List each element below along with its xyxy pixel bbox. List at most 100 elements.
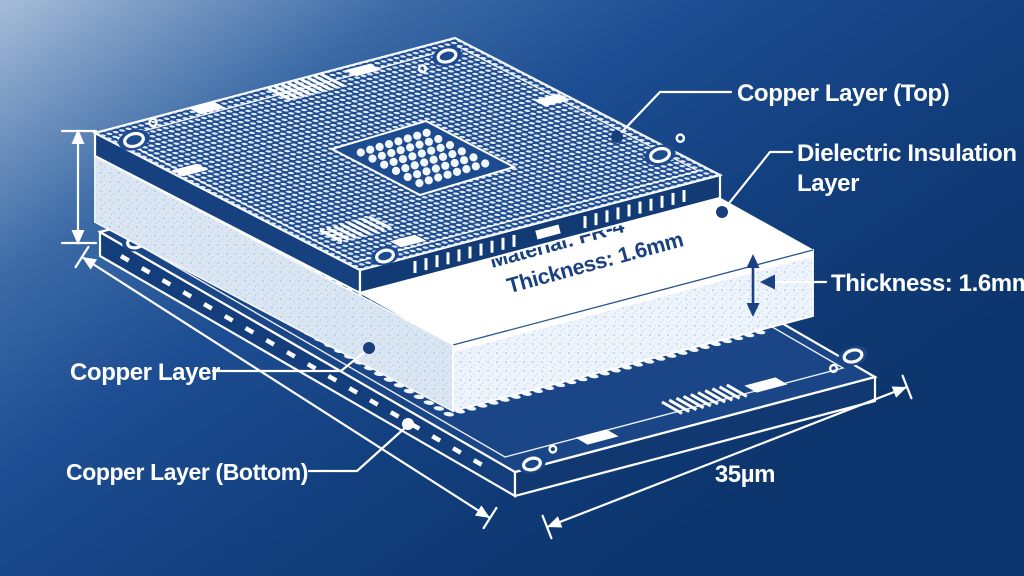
hatch-trace xyxy=(340,223,364,238)
footprint-pad xyxy=(413,170,422,179)
callout-dot xyxy=(363,342,375,354)
smd-pad xyxy=(171,163,209,177)
dielectric-top-edge-highlight xyxy=(453,250,813,352)
hole-annular-ring xyxy=(436,48,458,64)
hole-annular-ring xyxy=(649,146,671,164)
side-via-dash xyxy=(202,302,213,311)
footprint-pad xyxy=(401,164,410,173)
footprint-pad xyxy=(429,155,438,164)
arrow-down xyxy=(746,303,760,317)
hole-annular-ring xyxy=(522,456,542,472)
side-via-dash xyxy=(285,350,296,359)
label-dielectric-line2: Layer xyxy=(797,170,859,197)
arrow-up xyxy=(746,254,760,268)
mounting-hole xyxy=(828,346,868,374)
footprint-pad xyxy=(406,143,415,152)
hatch-trace xyxy=(711,387,734,402)
callout-copper-layer: Copper Layer xyxy=(70,342,375,386)
mounting-hole xyxy=(417,46,462,74)
callout-thickness: Thickness: 1.6mm xyxy=(760,270,1024,297)
mounting-hole xyxy=(644,133,686,166)
footprint-pad xyxy=(460,156,469,165)
hatch-trace xyxy=(333,224,357,240)
hatch-trace xyxy=(697,391,719,406)
footprint-frame xyxy=(329,119,517,197)
hatch-trace xyxy=(280,83,305,98)
hatch-trace xyxy=(347,221,371,236)
arrow-down xyxy=(71,230,85,245)
arrow-downright xyxy=(475,505,490,518)
label-thickness: Thickness: 1.6mm xyxy=(831,270,1024,297)
footprint-pad xyxy=(457,147,466,156)
mounting-hole xyxy=(518,444,558,474)
footprint-pad-grid xyxy=(356,128,490,188)
footprint-pad xyxy=(398,155,408,164)
footprint-pad xyxy=(417,149,426,158)
depth-dimension xyxy=(74,245,498,530)
label-dielectric-line1: Dielectric Insulation xyxy=(797,140,1017,167)
hatch-trace xyxy=(354,219,378,234)
smd-pad xyxy=(533,93,571,107)
footprint-pad xyxy=(431,164,440,173)
hatch-trace xyxy=(682,394,705,410)
callout-dot xyxy=(402,418,414,430)
via-ring xyxy=(148,117,158,128)
hatch-trace xyxy=(690,393,712,408)
arrow-up xyxy=(71,129,85,144)
hatch-trace xyxy=(319,228,343,243)
smd-pad xyxy=(389,234,427,248)
hatch-trace xyxy=(326,226,350,241)
hatch-trace xyxy=(320,72,345,88)
footprint-pad xyxy=(415,179,424,188)
smd-pad xyxy=(575,429,619,445)
via-ring xyxy=(417,64,428,74)
side-via-dash xyxy=(161,278,172,287)
footprint-pad xyxy=(410,161,419,170)
callout-dot xyxy=(716,206,728,218)
footprint-pad xyxy=(366,145,375,154)
side-via-dash xyxy=(451,446,462,455)
side-via-dash xyxy=(389,410,400,419)
side-via-dash xyxy=(472,458,483,467)
hatch-trace xyxy=(313,74,338,90)
footprint-pad xyxy=(408,152,417,161)
footprint-pad xyxy=(445,141,455,150)
side-via-dash xyxy=(140,266,151,275)
footprint-pad xyxy=(389,157,398,166)
footprint-pad xyxy=(384,140,394,149)
arrow-upleft xyxy=(82,257,97,270)
side-via-dash xyxy=(182,290,193,299)
footprint-pad xyxy=(436,143,445,152)
footprint-pad xyxy=(434,134,443,144)
callout-copper-layer-bottom: Copper Layer (Bottom) xyxy=(66,418,414,485)
callout-dielectric-insulation: Dielectric Insulation Layer xyxy=(716,140,1017,218)
label-copper-layer-top: Copper Layer (Top) xyxy=(737,80,949,107)
via-ring xyxy=(548,444,558,454)
footprint-pad xyxy=(441,161,450,170)
footprint-pad xyxy=(403,172,412,182)
hatch-trace xyxy=(668,398,690,413)
side-via-dash xyxy=(223,314,234,323)
callout-copper-layer-top: Copper Layer (Top) xyxy=(611,80,950,143)
hatch-trace xyxy=(267,86,292,102)
footprint-pad xyxy=(396,146,405,155)
side-via-dash xyxy=(119,254,130,263)
side-via-dash xyxy=(348,386,359,395)
hatch-trace xyxy=(675,396,698,412)
footprint-pad xyxy=(469,153,478,162)
footprint-pad xyxy=(481,159,490,168)
arrow-left xyxy=(760,274,775,290)
footprint-pad xyxy=(422,167,431,176)
footprint-pad xyxy=(462,165,471,174)
footprint-pad xyxy=(450,158,459,168)
side-via-dash xyxy=(265,338,276,347)
hatch-trace xyxy=(300,77,325,93)
dimension-lines: 35µm xyxy=(60,129,913,540)
top-copper-board xyxy=(91,36,724,295)
smd-pad xyxy=(344,63,382,77)
hatch-trace xyxy=(273,84,299,100)
footprint-pad xyxy=(368,154,377,163)
footprint-pad xyxy=(387,148,396,158)
